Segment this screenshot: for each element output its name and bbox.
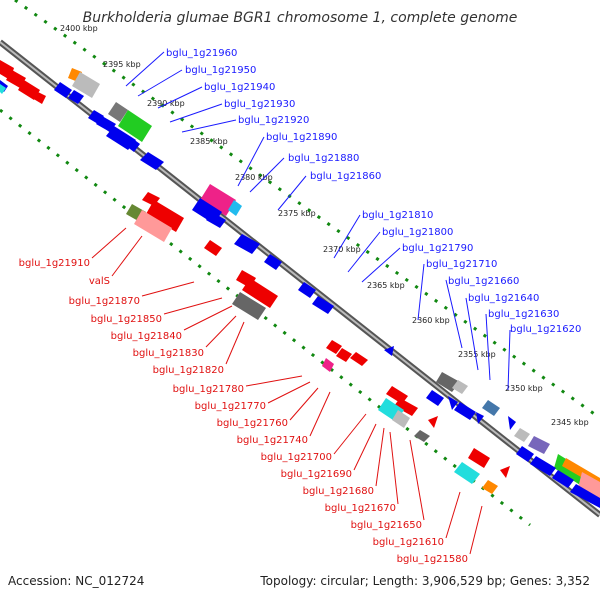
gene-label: bglu_1g21810 bbox=[362, 210, 433, 221]
feature-block bbox=[514, 428, 530, 442]
gene-label: bglu_1g21770 bbox=[195, 401, 266, 412]
gene-label: bglu_1g21660 bbox=[448, 276, 519, 287]
gene-label: bglu_1g21860 bbox=[310, 171, 381, 182]
feature-block bbox=[200, 184, 236, 216]
tick-label: 2390 kbp bbox=[147, 99, 185, 108]
gene-label: bglu_1g21840 bbox=[111, 331, 182, 342]
tick-label: 2370 kbp bbox=[323, 245, 361, 254]
feature-block bbox=[528, 436, 550, 454]
gene-label: bglu_1g21890 bbox=[266, 132, 337, 143]
gene-label: bglu_1g21640 bbox=[468, 293, 539, 304]
inner-ring-dotted bbox=[0, 108, 531, 527]
gene-label: bglu_1g21680 bbox=[303, 486, 374, 497]
gene-label: bglu_1g21650 bbox=[351, 520, 422, 531]
reverse-gene-labels: bglu_1g21910 valS bglu_1g21870 bglu_1g21… bbox=[19, 258, 468, 565]
gene-label: bglu_1g21620 bbox=[510, 324, 581, 335]
feature-block bbox=[118, 110, 152, 142]
gene-label: bglu_1g21690 bbox=[281, 469, 352, 480]
gene-label: bglu_1g21800 bbox=[382, 227, 453, 238]
tick-label: 2380 kbp bbox=[235, 173, 273, 182]
gene-label: bglu_1g21870 bbox=[69, 296, 140, 307]
forward-gene-labels: bglu_1g21960 bglu_1g21950 bglu_1g21940 b… bbox=[166, 48, 581, 335]
gene-label: bglu_1g21580 bbox=[397, 554, 468, 565]
gene-label: bglu_1g21710 bbox=[426, 259, 497, 270]
tick-label: 2400 kbp bbox=[60, 24, 98, 33]
gene-label: bglu_1g21920 bbox=[238, 115, 309, 126]
tick-label: 2355 kbp bbox=[458, 350, 496, 359]
gene-label: bglu_1g21670 bbox=[325, 503, 396, 514]
tick-labels: 2400 kbp 2395 kbp 2390 kbp 2385 kbp 2380… bbox=[60, 24, 589, 427]
gene-label: bglu_1g21790 bbox=[402, 243, 473, 254]
gene-label: bglu_1g21930 bbox=[224, 99, 295, 110]
feature-block bbox=[108, 102, 128, 122]
gene-label: bglu_1g21740 bbox=[237, 435, 308, 446]
tick-label: 2395 kbp bbox=[103, 60, 141, 69]
gene-label: bglu_1g21630 bbox=[488, 309, 559, 320]
gene-label: valS bbox=[89, 276, 110, 287]
tick-label: 2375 kbp bbox=[278, 209, 316, 218]
gene-label: bglu_1g21910 bbox=[19, 258, 90, 269]
reverse-strand-genes[interactable] bbox=[0, 60, 510, 494]
tick-label: 2385 kbp bbox=[190, 137, 228, 146]
tick-label: 2360 kbp bbox=[412, 316, 450, 325]
topology-text: Topology: circular; Length: 3,906,529 bp… bbox=[260, 574, 590, 588]
forward-leader-lines bbox=[125, 51, 511, 391]
tick-label: 2345 kbp bbox=[551, 418, 589, 427]
gene-label: bglu_1g21880 bbox=[288, 153, 359, 164]
gene-label: bglu_1g21830 bbox=[133, 348, 204, 359]
gene-label: bglu_1g21850 bbox=[91, 314, 162, 325]
feature-block bbox=[578, 472, 600, 500]
gene-label: bglu_1g21780 bbox=[173, 384, 244, 395]
tick-label: 2350 kbp bbox=[505, 384, 543, 393]
gene-label: bglu_1g21700 bbox=[261, 452, 332, 463]
accession-text: Accession: NC_012724 bbox=[8, 574, 145, 588]
gene-label: bglu_1g21940 bbox=[204, 82, 275, 93]
map-title: Burkholderia glumae BGR1 chromosome 1, c… bbox=[82, 10, 518, 26]
feature-block bbox=[482, 400, 500, 416]
gene-label: bglu_1g21950 bbox=[185, 65, 256, 76]
feature-block bbox=[228, 200, 242, 216]
gene-label: bglu_1g21960 bbox=[166, 48, 237, 59]
outer-features bbox=[68, 68, 600, 500]
tick-label: 2365 kbp bbox=[367, 281, 405, 290]
gene-label: bglu_1g21610 bbox=[373, 537, 444, 548]
feature-block bbox=[72, 72, 100, 98]
reverse-leader-lines bbox=[91, 227, 483, 555]
gene-label: bglu_1g21820 bbox=[153, 365, 224, 376]
gene-label: bglu_1g21760 bbox=[217, 418, 288, 429]
feature-block bbox=[452, 380, 468, 394]
